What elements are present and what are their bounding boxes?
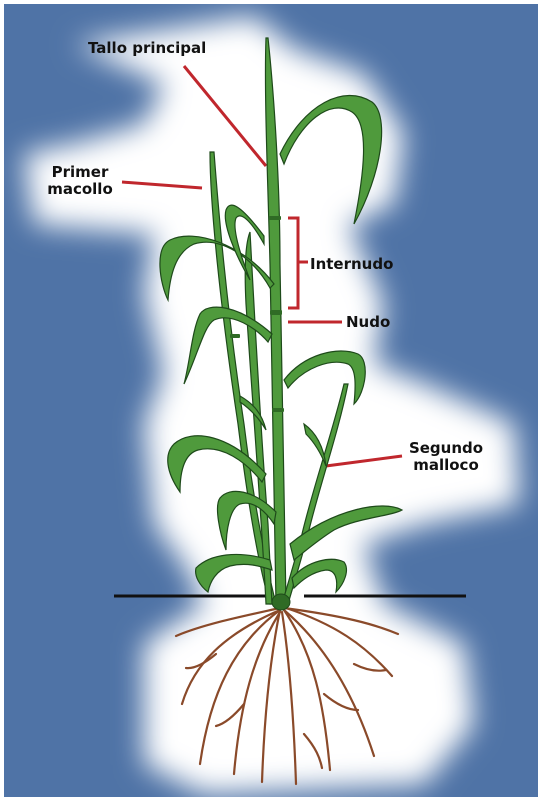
- label-first-tiller-line2: macollo: [40, 181, 120, 198]
- label-first-tiller-line1: Primer: [40, 164, 120, 181]
- label-second-tiller-line1: Segundo: [398, 440, 494, 457]
- stem-base: [272, 594, 290, 610]
- label-internode: Internudo: [310, 256, 393, 273]
- label-main-stem: Tallo principal: [88, 40, 206, 57]
- label-second-tiller: Segundo malloco: [398, 440, 494, 474]
- label-node: Nudo: [346, 314, 390, 331]
- plant-illustration: [4, 4, 538, 797]
- diagram-frame: Tallo principal Primer macollo Internudo…: [4, 4, 538, 797]
- label-first-tiller: Primer macollo: [40, 164, 120, 198]
- label-second-tiller-line2: malloco: [398, 457, 494, 474]
